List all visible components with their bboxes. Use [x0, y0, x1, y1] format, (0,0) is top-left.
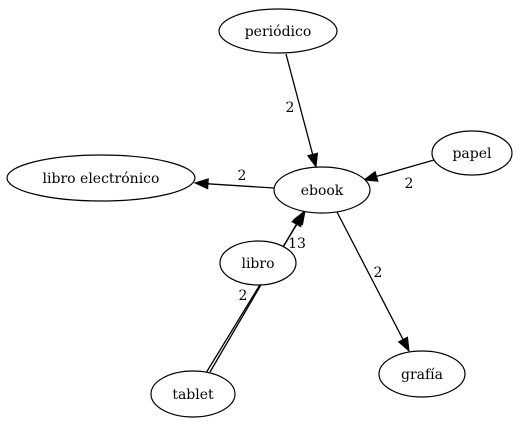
node-label-grafia: grafía [401, 367, 443, 383]
node-label-periodico: periódico [245, 24, 312, 40]
edge-label-periodico-ebook: 2 [286, 100, 295, 116]
edge-labels-layer: 2 2 2 2 13 2 [238, 100, 414, 304]
node-ellipse [431, 130, 513, 176]
edge-label-ebook-libro_electronico: 2 [238, 168, 247, 184]
node-ellipse [150, 370, 236, 418]
node-libro: libro [219, 240, 297, 286]
edge-label-ebook-grafia: 2 [374, 265, 383, 281]
nodes-layer: periódico papel libro electrónico ebook libr… [6, 8, 513, 418]
edge-line [285, 53, 314, 155]
edge-ebook-libro_electronico [193, 178, 275, 190]
node-tablet: tablet [150, 370, 236, 418]
arrowhead [397, 336, 410, 353]
node-ellipse [378, 350, 466, 398]
node-label-libro_electronico: libro electrónico [43, 171, 160, 187]
node-ellipse [219, 240, 297, 286]
arrowhead [193, 178, 209, 190]
node-periodico: periódico [218, 8, 338, 54]
edge-periodico-ebook [285, 53, 319, 169]
edge-label-libro-ebook: 13 [288, 236, 306, 252]
arrowhead [306, 152, 319, 169]
node-ebook: ebook [273, 166, 371, 214]
node-libro_electronico: libro electrónico [6, 154, 196, 202]
edge-label-papel-ebook: 2 [405, 176, 414, 192]
node-ellipse [218, 8, 338, 54]
edge-line [207, 183, 275, 189]
node-grafia: grafía [378, 350, 466, 398]
edges-layer [193, 53, 435, 374]
edge-line [376, 159, 435, 178]
node-ellipse [6, 154, 196, 202]
edge-ebook-grafia [336, 211, 410, 353]
edge-line [336, 211, 404, 340]
arrowhead [362, 170, 379, 182]
node-label-ebook: ebook [301, 183, 344, 199]
node-label-papel: papel [452, 146, 492, 162]
edge-label-tablet-ebook: 2 [239, 288, 248, 304]
node-label-libro: libro [241, 256, 274, 272]
arrowhead [293, 209, 306, 226]
node-label-tablet: tablet [172, 387, 214, 403]
edge-papel-ebook [362, 159, 435, 182]
node-papel: papel [431, 130, 513, 176]
node-ellipse [273, 166, 371, 214]
